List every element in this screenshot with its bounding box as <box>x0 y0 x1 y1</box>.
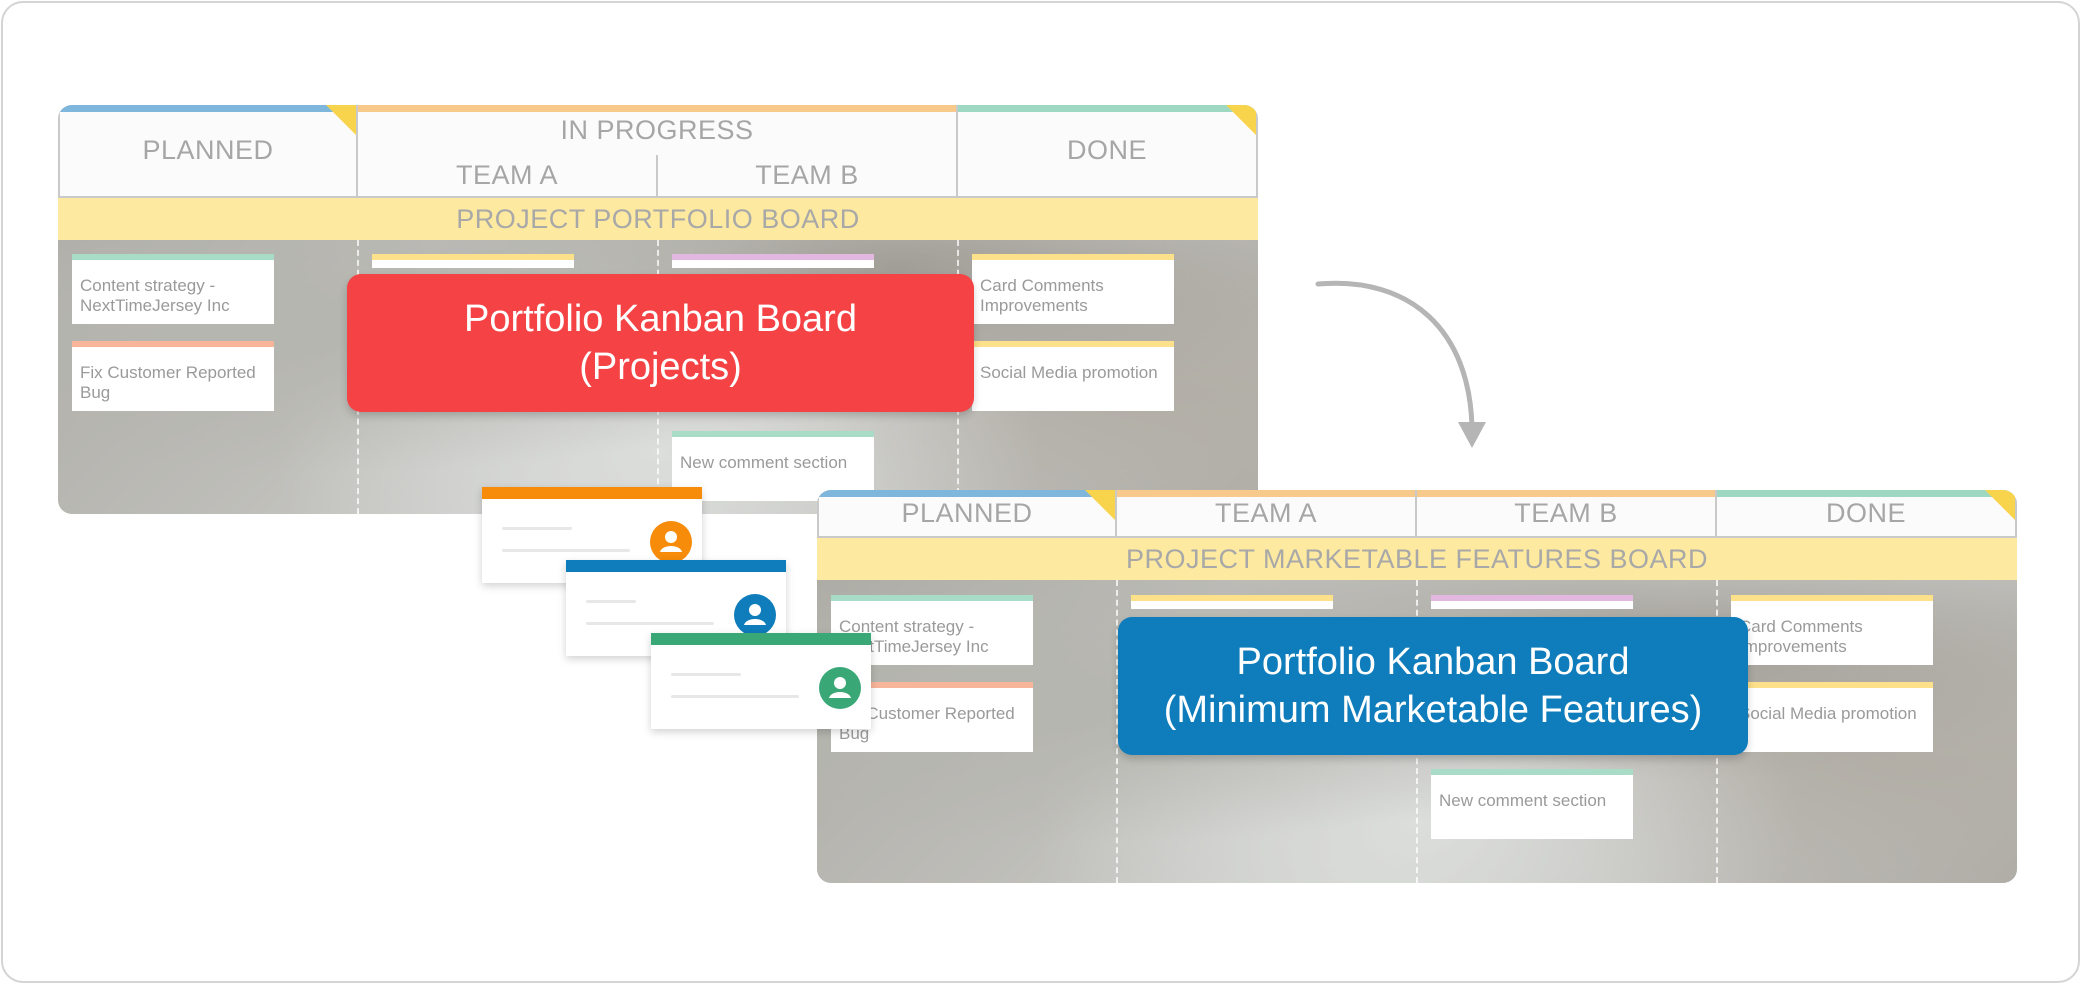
header-planned: PLANNED <box>58 105 358 198</box>
card-team-b-stub[interactable] <box>672 254 874 268</box>
curved-arrow-down-icon <box>1315 280 1486 448</box>
header-done: DONE <box>1715 490 2017 538</box>
header-planned: PLANNED <box>817 490 1117 538</box>
card-social-media[interactable]: Social Media promotion <box>1731 682 1933 752</box>
header-planned-label: PLANNED <box>901 497 1033 528</box>
label-projects-line1: Portfolio Kanban Board <box>464 298 857 340</box>
card-team-a-stub[interactable] <box>372 254 574 268</box>
header-team-a-label: TEAM A <box>1214 497 1318 528</box>
header-in-progress: IN PROGRESS <box>356 105 958 157</box>
header-in-progress-label: IN PROGRESS <box>560 114 754 145</box>
board-title-bar: PROJECT MARKETABLE FEATURES BOARD <box>817 538 2017 580</box>
corner-fold-icon <box>326 105 356 135</box>
card-fix-bug[interactable]: Fix Customer Reported Bug <box>72 341 274 411</box>
label-mmf: Portfolio Kanban Board (Minimum Marketab… <box>1118 617 1748 755</box>
label-projects: Portfolio Kanban Board (Projects) <box>347 274 974 412</box>
label-projects-line2: (Projects) <box>579 346 742 388</box>
board-title: PROJECT MARKETABLE FEATURES BOARD <box>1125 543 1709 574</box>
board-title-bar: PROJECT PORTFOLIO BOARD <box>58 198 1258 240</box>
card-social-media[interactable]: Social Media promotion <box>972 341 1174 411</box>
corner-fold-icon <box>1226 105 1256 135</box>
user-card-green <box>651 633 871 729</box>
header-done: DONE <box>956 105 1258 198</box>
label-mmf-line2: (Minimum Marketable Features) <box>1163 689 1703 731</box>
card-team-b-stub[interactable] <box>1431 595 1633 609</box>
header-team-a-label: TEAM A <box>455 160 559 190</box>
card-content-strategy[interactable]: Content strategy - NextTimeJersey Inc <box>72 254 274 324</box>
header-done-label: DONE <box>1825 497 1906 528</box>
user-avatar-icon <box>734 594 776 636</box>
project-portfolio-board: PLANNED IN PROGRESS TEAM A TEAM B DONE P… <box>58 105 1258 514</box>
board-title: PROJECT PORTFOLIO BOARD <box>456 203 860 234</box>
label-mmf-line1: Portfolio Kanban Board <box>1236 641 1630 683</box>
user-avatar-icon <box>819 667 861 709</box>
card-new-comment-section[interactable]: New comment section <box>672 431 874 501</box>
header-team-b-label: TEAM B <box>1514 497 1618 528</box>
header-team-a: TEAM A <box>1115 490 1417 538</box>
header-team-b-label: TEAM B <box>755 160 859 190</box>
user-avatar-icon <box>650 521 692 563</box>
header-team-b: TEAM B <box>656 155 958 198</box>
header-team-a: TEAM A <box>356 155 658 198</box>
card-team-a-stub[interactable] <box>1131 595 1333 609</box>
corner-fold-icon <box>1085 490 1115 520</box>
header-team-b: TEAM B <box>1415 490 1717 538</box>
card-comments-improvements[interactable]: Card Comments Improvements <box>1731 595 1933 665</box>
column-divider <box>1116 580 1118 883</box>
header-planned-label: PLANNED <box>142 135 274 165</box>
corner-fold-icon <box>1985 490 2015 520</box>
card-new-comment-section[interactable]: New comment section <box>1431 769 1633 839</box>
header-done-label: DONE <box>1066 135 1147 165</box>
card-comments-improvements[interactable]: Card Comments Improvements <box>972 254 1174 324</box>
